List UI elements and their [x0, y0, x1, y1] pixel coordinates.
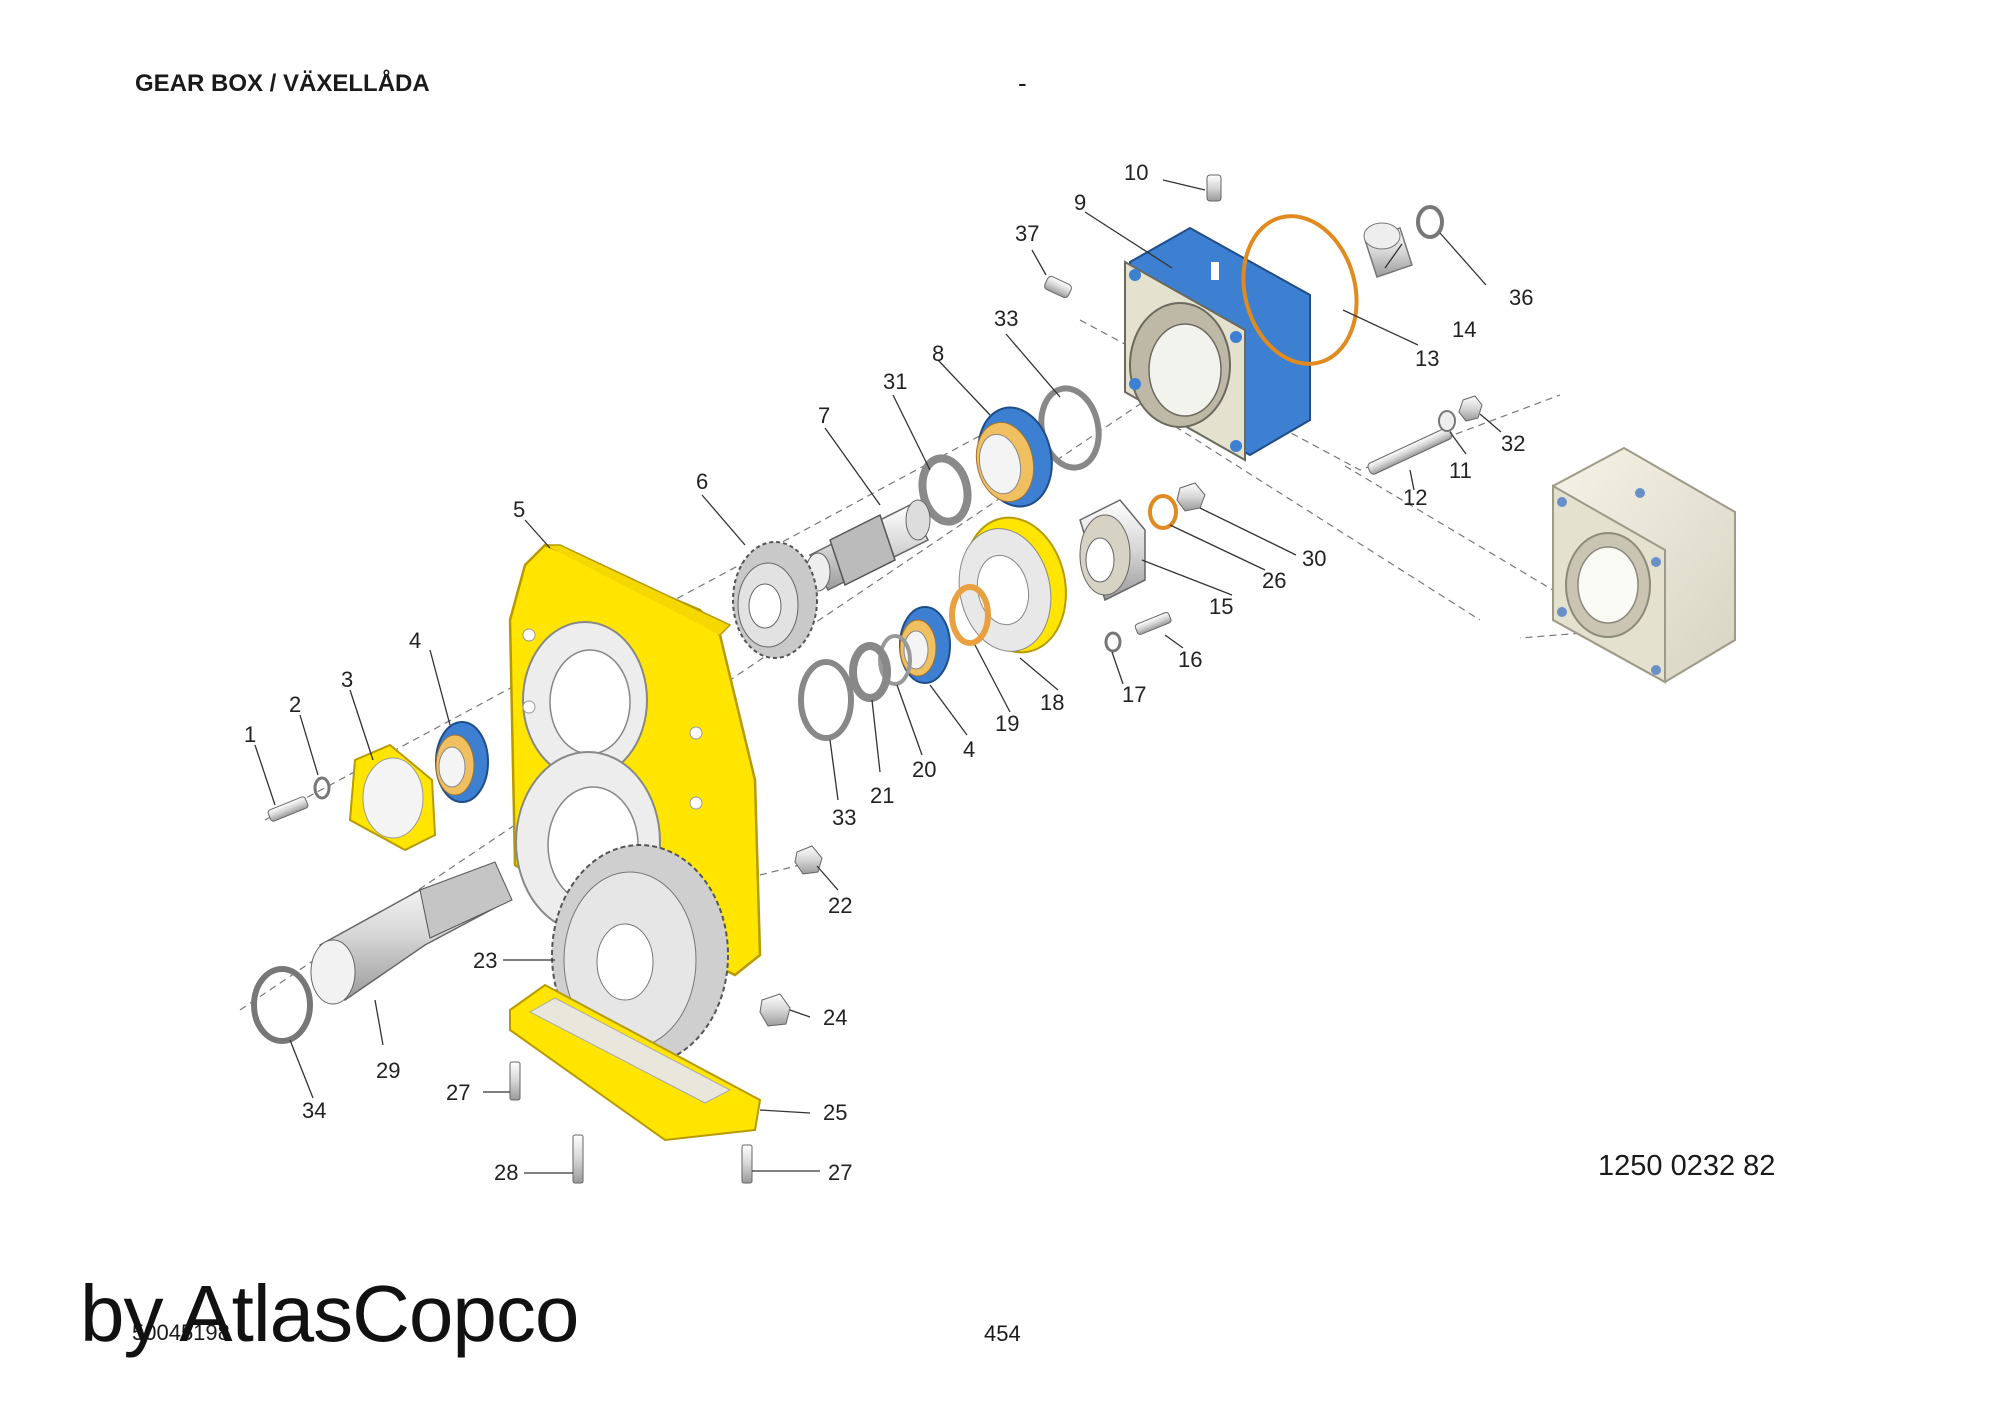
callout-25: 25	[823, 1100, 847, 1125]
output-shaft	[310, 861, 513, 1005]
bearing-upper	[975, 406, 1053, 508]
callout-8: 8	[932, 341, 944, 366]
circlip-large	[251, 966, 313, 1044]
bolt-27-right	[741, 1144, 753, 1184]
o-ring	[1241, 214, 1359, 366]
callout-2: 2	[289, 692, 301, 717]
main-housing	[508, 543, 762, 977]
callout-labels: 1 2 3 4 5 6 7 8 9 10 11 12 13 14 15 16 1…	[244, 160, 1533, 1185]
reference-code: 50045198	[132, 1320, 230, 1345]
washer-left	[313, 776, 331, 800]
callout-34: 34	[302, 1098, 326, 1123]
seal-ring-lower	[949, 584, 991, 646]
callout-12: 12	[1403, 485, 1427, 510]
spacer-ring-21	[849, 642, 891, 702]
callout-32: 32	[1501, 431, 1525, 456]
bolt-28	[572, 1134, 584, 1184]
callout-28: 28	[494, 1160, 518, 1185]
cap-screw-left	[267, 796, 309, 822]
nut	[1458, 395, 1483, 422]
large-gear	[551, 844, 729, 1066]
callout-6: 6	[696, 469, 708, 494]
shim-lower	[798, 659, 854, 741]
coupling-flange	[1079, 499, 1146, 602]
bolt-27-left	[509, 1061, 521, 1101]
flange-housing	[1124, 226, 1311, 462]
callout-4-lower: 4	[963, 737, 975, 762]
drain-plug-22	[794, 845, 823, 875]
callout-9: 9	[1074, 190, 1086, 215]
callout-10: 10	[1124, 160, 1148, 185]
callout-33-lower: 33	[832, 805, 856, 830]
spacer-ring-20	[878, 634, 912, 686]
callout-26: 26	[1262, 568, 1286, 593]
callout-23: 23	[473, 948, 497, 973]
cap-screw-right	[1134, 612, 1172, 635]
spacer-ring-upper	[918, 454, 972, 526]
callout-5: 5	[513, 497, 525, 522]
assembly-axes	[239, 319, 1622, 1011]
dowel-pin	[1044, 275, 1072, 299]
callout-33-upper: 33	[994, 306, 1018, 331]
callout-13: 13	[1415, 346, 1439, 371]
callout-4: 4	[409, 628, 421, 653]
callout-24: 24	[823, 1005, 847, 1030]
leader-lines	[254, 179, 1502, 1174]
callout-19: 19	[995, 711, 1019, 736]
sleeve	[1363, 222, 1413, 278]
oil-pan	[509, 983, 762, 1142]
callout-15: 15	[1209, 594, 1233, 619]
callout-22: 22	[828, 893, 852, 918]
bearing-cover	[958, 516, 1067, 654]
callout-21: 21	[870, 783, 894, 808]
watermark: by AtlasCopco	[80, 1269, 579, 1358]
spur-gear-small	[732, 541, 818, 659]
stud	[1367, 427, 1453, 475]
page-title: GEAR BOX / VÄXELLÅDA	[135, 70, 430, 97]
callout-1: 1	[244, 722, 256, 747]
callout-11: 11	[1449, 458, 1472, 483]
page-number: 454	[984, 1321, 1021, 1346]
header-separator: -	[1018, 68, 1027, 98]
callout-18: 18	[1040, 690, 1064, 715]
callout-31: 31	[883, 369, 907, 394]
washer-right	[1104, 631, 1122, 653]
callout-17: 17	[1122, 682, 1146, 707]
callout-14: 14	[1452, 317, 1476, 342]
bearing-left	[435, 721, 489, 803]
callout-20: 20	[912, 757, 936, 782]
callout-27-left: 27	[446, 1080, 470, 1105]
document-number: 1250 0232 82	[1598, 1150, 1776, 1182]
pinion-shaft	[805, 499, 931, 592]
ghost-housing	[1552, 446, 1736, 684]
washer	[1438, 410, 1456, 432]
callout-3: 3	[341, 667, 353, 692]
callout-27-right: 27	[828, 1160, 852, 1185]
callout-29: 29	[376, 1058, 400, 1083]
callout-16: 16	[1178, 647, 1202, 672]
circlip-small	[1416, 205, 1444, 239]
callout-36: 36	[1509, 285, 1533, 310]
flange-nut	[1176, 482, 1206, 512]
callout-7: 7	[818, 403, 830, 428]
breather-plug	[1206, 174, 1222, 202]
callout-37: 37	[1015, 221, 1039, 246]
seal-ring-right	[1148, 494, 1178, 530]
callout-30: 30	[1302, 546, 1326, 571]
drain-plug-24	[759, 993, 791, 1027]
end-cover	[348, 743, 437, 852]
